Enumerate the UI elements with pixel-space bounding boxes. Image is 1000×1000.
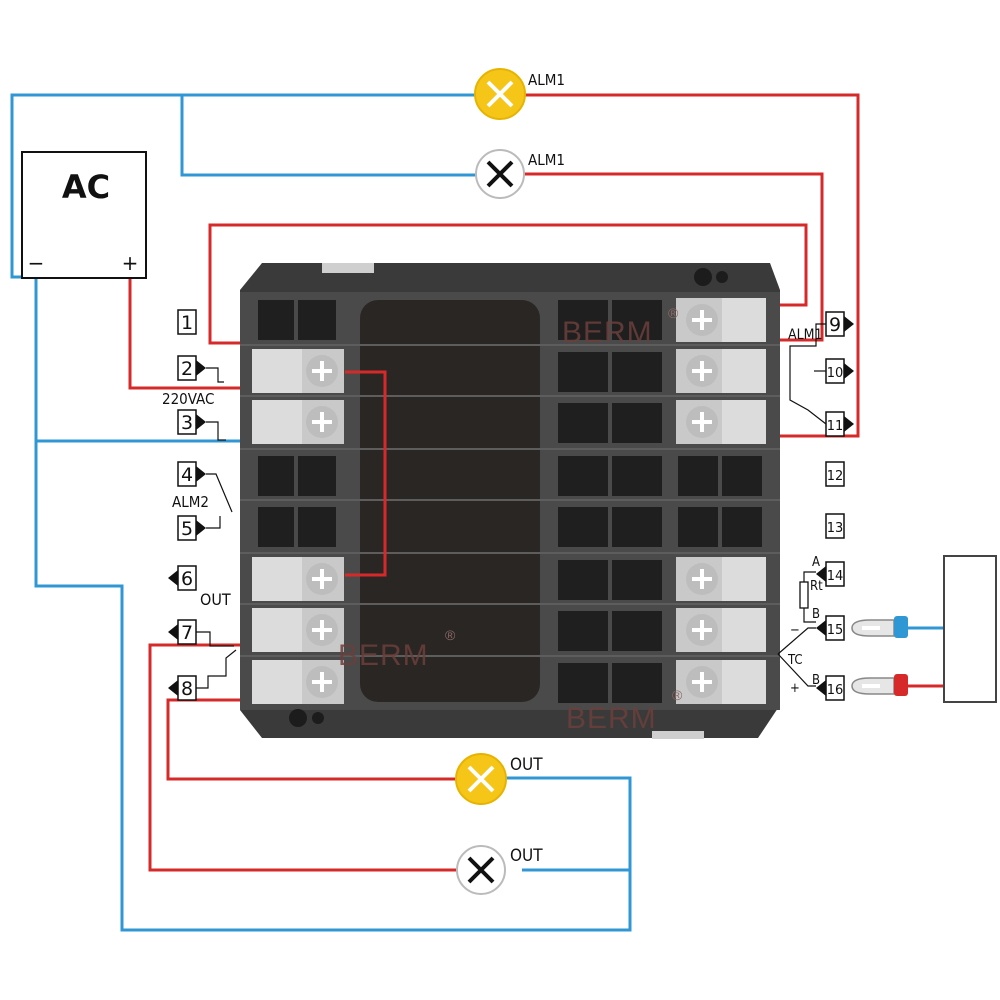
brand-logo: BERM (562, 316, 653, 349)
tc-plus-label: + (790, 681, 800, 696)
lamp-alm1-on-label: ALM1 (528, 71, 565, 89)
brand-registered: ® (445, 627, 456, 643)
terminal-4: 4 (177, 461, 206, 487)
terminal-10: 10 (825, 358, 854, 384)
brand-registered: ® (672, 687, 683, 703)
terminal-number: 15 (827, 623, 844, 638)
terminal-16: 16 (816, 675, 845, 701)
terminal-number: 6 (181, 568, 193, 590)
tc-terminal-b-label: B (812, 673, 820, 688)
wire-live-jumper-front (345, 370, 387, 577)
probe-housing (943, 555, 997, 703)
screw-terminal (252, 608, 344, 652)
terminal-number: 2 (181, 358, 193, 380)
terminal-number: 3 (181, 412, 193, 434)
terminal-15: 15 (816, 615, 845, 641)
terminal-number: 13 (827, 521, 844, 536)
side-labels: 220VAC ALM2 OUT ALM1 (162, 327, 823, 609)
rtd-resistor-icon (799, 581, 809, 609)
alm2-label: ALM2 (172, 493, 209, 511)
rtd-terminal-a-label: A (812, 555, 820, 570)
wire-live-bridge (208, 223, 808, 345)
wire-neutral-out-on (506, 776, 632, 870)
terminal-3: 3 (177, 409, 206, 435)
screw-terminal (676, 298, 766, 342)
terminal-number: 4 (181, 464, 193, 486)
lamps: ALM1 ALM1 OUT OUT (455, 68, 565, 895)
wire-live-terminal2 (128, 277, 240, 390)
wire-live-alm1-on (524, 93, 860, 438)
lamp-out-off-label: OUT (510, 846, 543, 866)
spade-connector-icon (851, 616, 908, 638)
lamp-alm1-on: ALM1 (474, 68, 565, 120)
sensor-symbols: A Rt B TC B − + (777, 555, 823, 696)
terminal-number: 9 (829, 314, 841, 336)
terminal-12: 12 (825, 461, 845, 487)
terminal-number: 7 (181, 622, 193, 644)
terminal-9: 9 (825, 311, 854, 337)
ac-source: AC − + (21, 151, 147, 279)
screw-terminal (676, 557, 766, 601)
terminal-number: 10 (827, 366, 844, 381)
right-terminal-labels: 9 10 11 12 13 14 15 16 (789, 311, 854, 701)
terminal-number: 16 (827, 683, 844, 698)
supply-voltage-label: 220VAC (162, 390, 214, 408)
terminal-14: 14 (816, 561, 845, 587)
terminal-7: 7 (168, 619, 197, 645)
lamp-out-on-label: OUT (510, 755, 543, 775)
screw-terminal (252, 400, 344, 444)
lamp-out-on: OUT (455, 753, 543, 805)
ac-plus-label: + (122, 251, 139, 275)
rtd-terminal-b-label: B (812, 607, 820, 622)
wire-live-out-off (148, 643, 456, 872)
out-label: OUT (200, 590, 231, 609)
terminal-1: 1 (177, 309, 197, 335)
wires (10, 93, 945, 932)
terminal-2: 2 (177, 355, 206, 381)
screw-terminal (676, 660, 766, 704)
terminal-number: 14 (827, 569, 844, 584)
screw-terminal (676, 349, 766, 393)
screw-terminal (252, 660, 344, 704)
tc-minus-label: − (790, 623, 800, 638)
lamp-out-off: OUT (456, 845, 543, 895)
screw-terminals (252, 298, 766, 704)
terminal-number: 5 (181, 518, 193, 540)
terminal-8: 8 (168, 675, 197, 701)
screw-terminal (676, 608, 766, 652)
brand-logo: BERM (338, 639, 429, 672)
thermocouple-label: TC (787, 653, 803, 668)
terminal-number: 12 (827, 469, 844, 484)
screw-terminal (676, 400, 766, 444)
screw-terminal (252, 349, 344, 393)
wire-neutral-alm1-off (180, 95, 476, 177)
terminal-number: 11 (827, 419, 844, 434)
ac-label: AC (62, 168, 110, 206)
ac-minus-label: − (28, 251, 45, 275)
wire-live-out-on (166, 698, 456, 781)
left-terminal-labels: 1 2 3 4 5 6 7 8 (168, 309, 237, 701)
terminal-11: 11 (825, 411, 854, 437)
brand-logo: BERM (566, 702, 657, 735)
lamp-alm1-off: ALM1 (475, 149, 565, 199)
lamp-alm1-off-label: ALM1 (528, 151, 565, 169)
spade-connector-icon (851, 674, 908, 696)
brand-marks: BERM ® BERM ® BERM ® (338, 305, 683, 735)
screw-terminal (252, 557, 344, 601)
rtd-label: Rt (810, 579, 823, 594)
alm1-label: ALM1 (788, 327, 823, 343)
sensor-probe (851, 555, 997, 703)
terminal-number: 8 (181, 678, 193, 700)
terminal-6: 6 (168, 565, 197, 591)
terminal-13: 13 (825, 513, 845, 539)
wire-live-alm1-off (524, 172, 824, 342)
terminal-5: 5 (177, 515, 206, 541)
brand-registered: ® (668, 305, 679, 321)
terminal-number: 1 (181, 312, 193, 334)
